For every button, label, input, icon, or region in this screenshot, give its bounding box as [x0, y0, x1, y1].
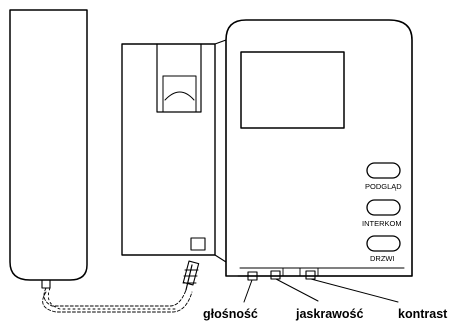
podglad-button[interactable] — [366, 162, 401, 179]
handset — [9, 9, 88, 289]
volume-label: głośność — [203, 307, 258, 321]
interkom-button[interactable] — [366, 199, 401, 216]
leader-lines — [243, 278, 399, 303]
podglad-button-label: PODGLĄD — [365, 182, 402, 191]
brightness-label: jaskrawość — [295, 307, 363, 321]
brightness-knob[interactable] — [270, 270, 281, 280]
monitor-body — [214, 19, 413, 277]
coiled-cord — [42, 260, 200, 313]
drzwi-button[interactable] — [366, 235, 401, 252]
screen — [240, 51, 345, 129]
contrast-knob[interactable] — [305, 270, 316, 280]
contrast-label: kontrast — [398, 307, 448, 321]
interkom-button-label: INTERKOM — [362, 219, 402, 228]
drzwi-button-label: DRZWI — [370, 254, 395, 263]
wall-bracket — [121, 43, 216, 256]
